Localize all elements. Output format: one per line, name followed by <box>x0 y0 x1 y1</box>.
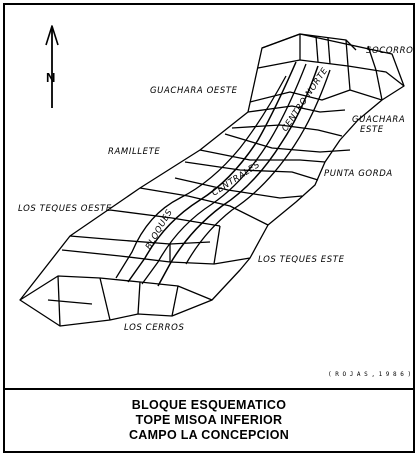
schematic-block-diagram: SOCORRO GUACHARA OESTE CENTRO NORTE GUAC… <box>18 25 413 378</box>
label-guachara-oeste: GUACHARA OESTE <box>150 86 238 96</box>
caption-line-3: CAMPO LA CONCEPCION <box>128 428 290 442</box>
north-arrow-icon <box>45 25 59 108</box>
label-guachara-este-1: GUACHARA <box>352 115 405 125</box>
credit-label: ( R O J A S , 1 9 8 6 ) <box>328 371 411 378</box>
label-socorro: SOCORRO <box>366 46 413 56</box>
caption-line-2: TOPE MISOA INFERIOR <box>135 413 283 427</box>
label-los-teques-este: LOS TEQUES ESTE <box>258 255 345 265</box>
label-punta-gorda: PUNTA GORDA <box>324 169 393 179</box>
label-los-teques-oeste: LOS TEQUES OESTE <box>18 204 112 214</box>
label-los-cerros: LOS CERROS <box>124 323 184 333</box>
central-graben-faults <box>127 61 297 283</box>
north-label: N <box>46 70 55 85</box>
caption-box: BLOQUE ESQUEMATICO TOPE MISOA INFERIOR C… <box>5 388 413 451</box>
label-ramillete: RAMILLETE <box>108 147 160 157</box>
label-guachara-este-2: ESTE <box>360 125 384 135</box>
structure-outline <box>19 33 405 327</box>
caption-line-1: BLOQUE ESQUEMATICO <box>131 398 287 412</box>
figure-frame <box>3 3 415 453</box>
